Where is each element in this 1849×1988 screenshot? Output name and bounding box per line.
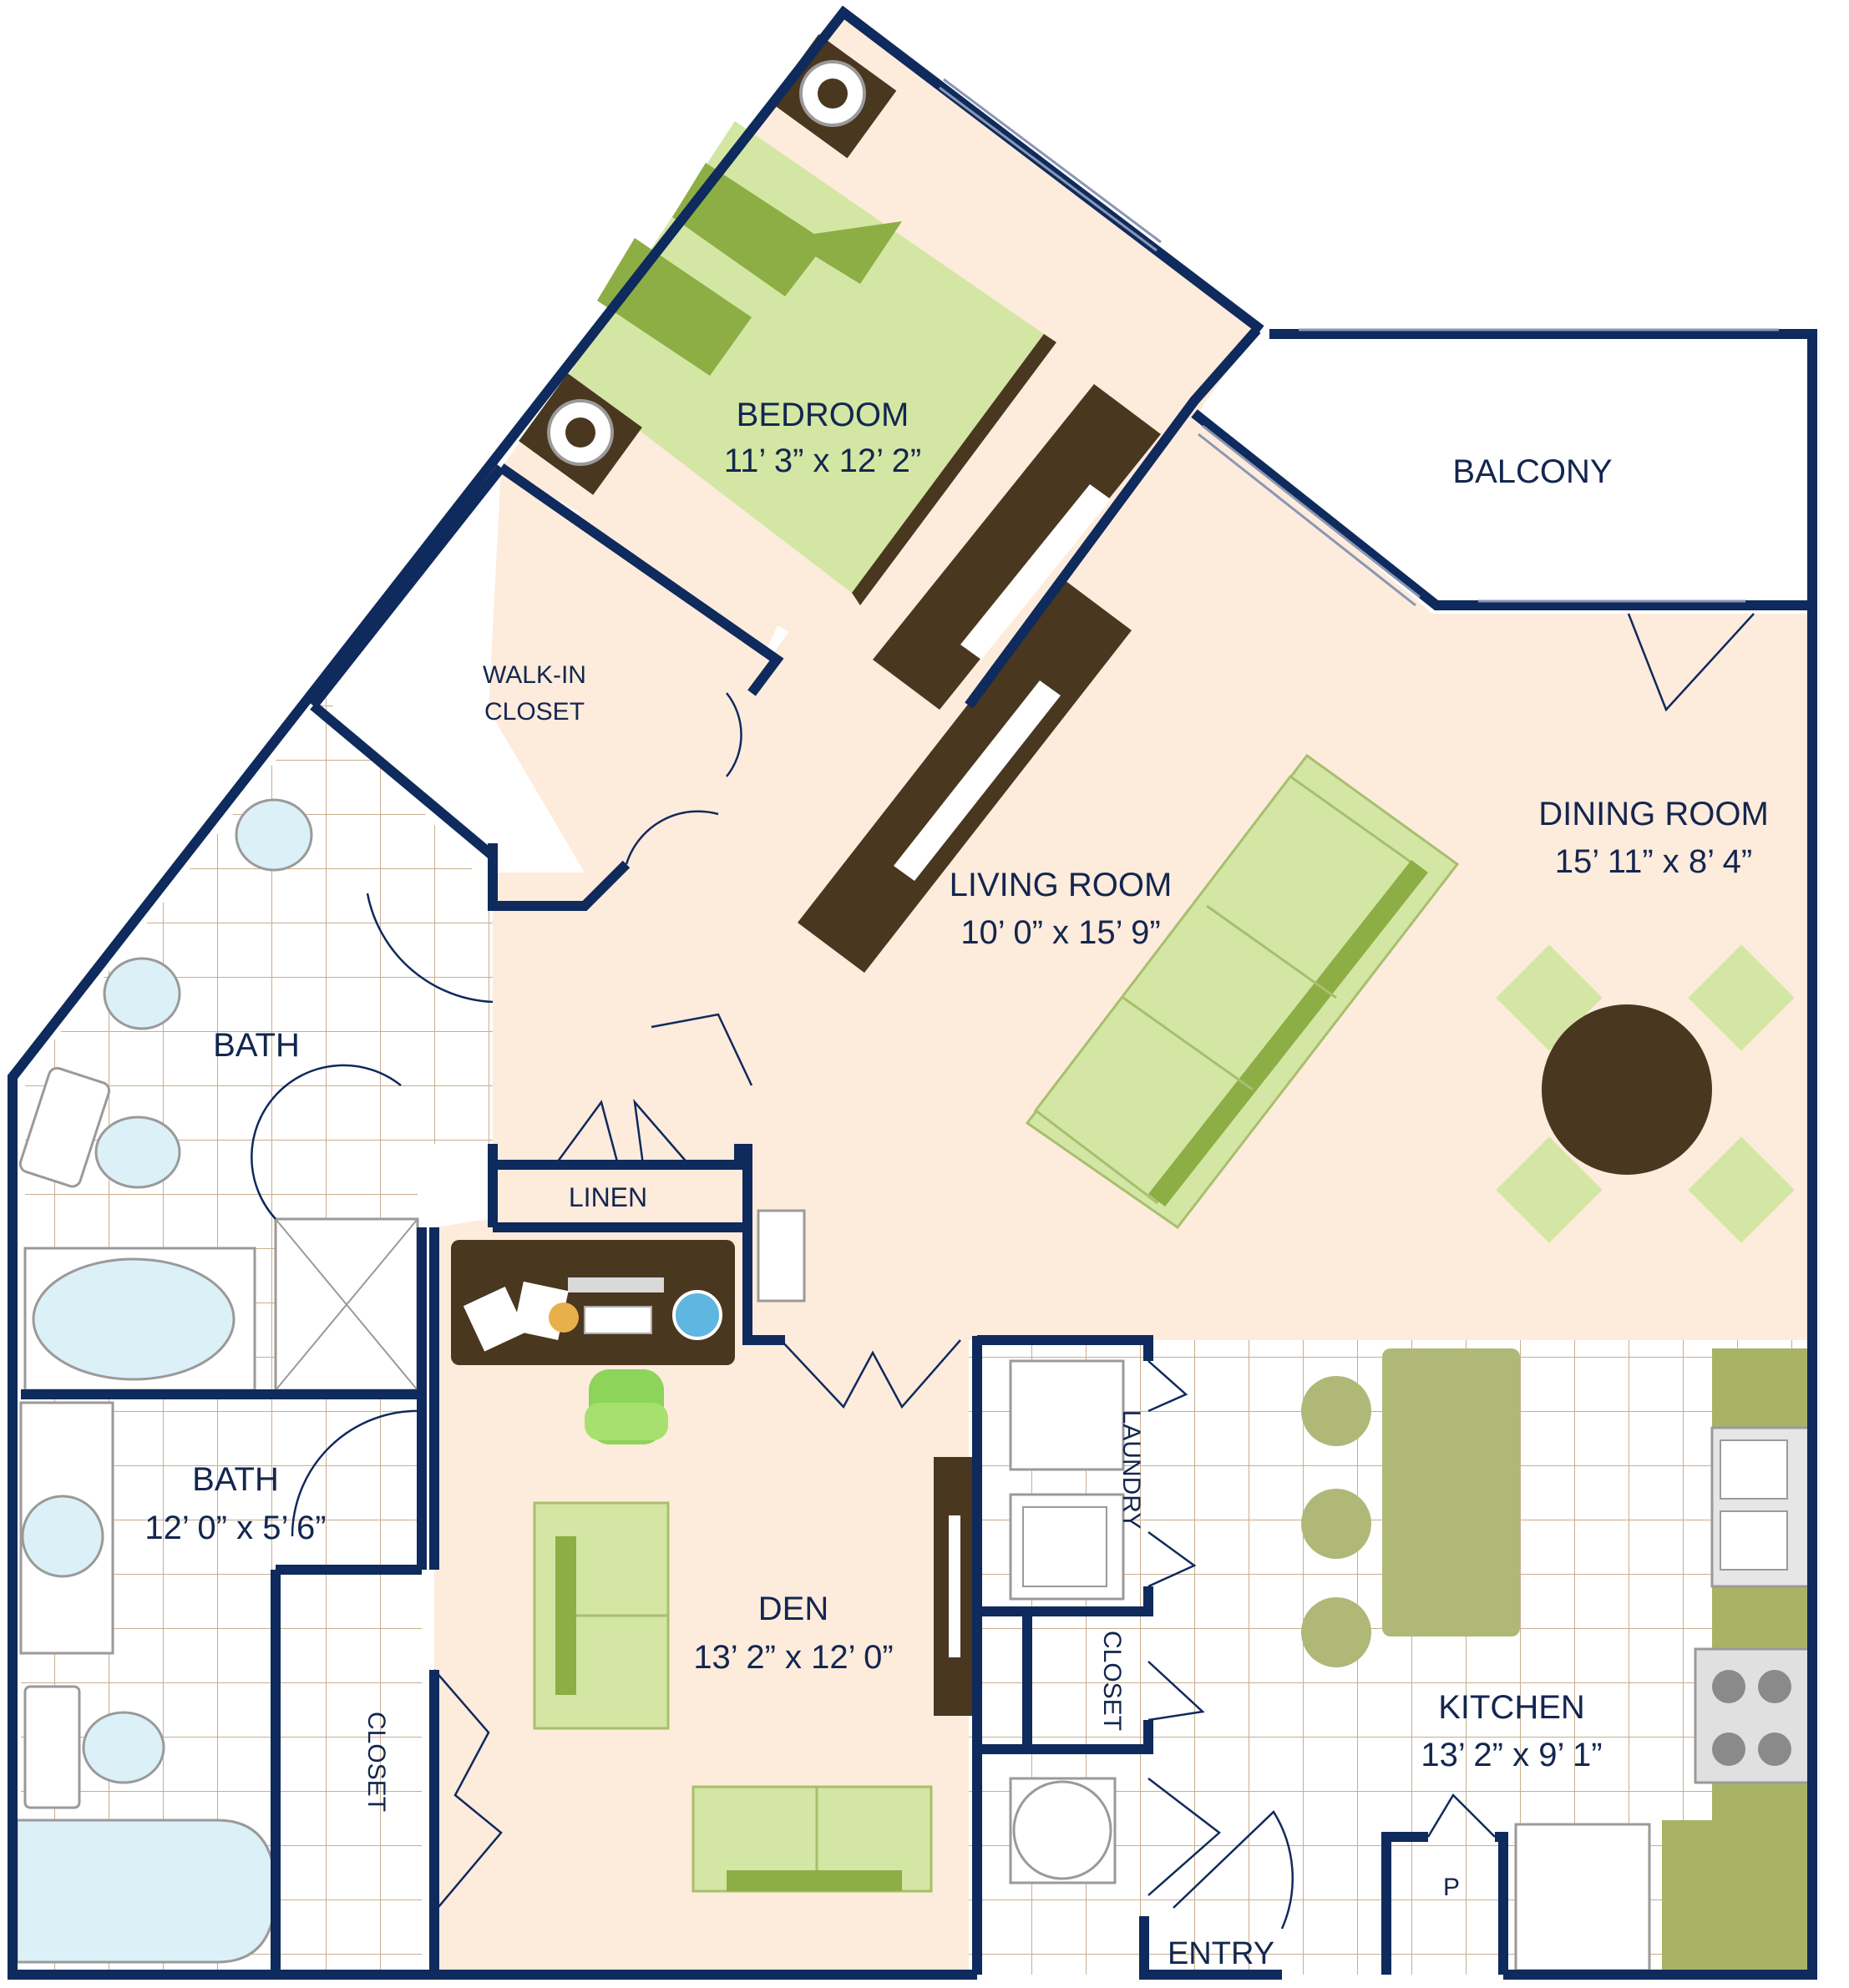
shower-icon bbox=[274, 1217, 419, 1392]
tv-console-icon bbox=[934, 1457, 975, 1716]
double-sink-icon bbox=[1710, 1426, 1814, 1588]
room-name-bedroom: BEDROOM bbox=[737, 397, 909, 433]
room-dims-kitchen: 13’ 2” x 9’ 1” bbox=[1421, 1737, 1602, 1773]
toilet-icon bbox=[18, 1066, 181, 1189]
exterior-wall bbox=[1269, 329, 1817, 1980]
room-name-dining-room: DINING ROOM bbox=[1538, 796, 1769, 832]
room-name-living-room: LIVING ROOM bbox=[950, 867, 1173, 903]
interior-wall bbox=[1022, 1611, 1153, 1754]
interior-wall bbox=[977, 1586, 1153, 1616]
interior-wall bbox=[493, 1144, 744, 1170]
nightstand-lamp-icon bbox=[519, 373, 642, 495]
bar-stool-icon bbox=[1301, 1376, 1371, 1667]
office-chair-icon bbox=[585, 1369, 668, 1444]
chair-icon bbox=[1496, 944, 1795, 1243]
stove-icon bbox=[1694, 1647, 1814, 1784]
tv-console-icon bbox=[873, 384, 1161, 710]
room-name-walk-in-closet-line1: WALK-IN bbox=[483, 661, 586, 689]
bathtub-icon bbox=[15, 1819, 277, 1964]
room-name-linen: LINEN bbox=[569, 1182, 647, 1212]
room-name-bath2: BATH bbox=[192, 1461, 279, 1498]
cabinet bbox=[757, 1209, 806, 1303]
room-name-hall-closet: CLOSET bbox=[1098, 1631, 1126, 1731]
interior-wall bbox=[1139, 1916, 1282, 1980]
interior-wall bbox=[742, 1144, 785, 1345]
bathtub-icon bbox=[23, 1247, 256, 1392]
nightstand-lamp-icon bbox=[769, 34, 897, 159]
sofa-icon bbox=[691, 1785, 933, 1893]
room-name-balcony: BALCONY bbox=[1452, 453, 1612, 490]
room-name-kitchen: KITCHEN bbox=[1438, 1689, 1585, 1726]
water-heater-icon bbox=[1009, 1777, 1117, 1884]
room-dims-bath2: 12’ 0” x 5’ 6” bbox=[144, 1510, 326, 1546]
sofa-icon bbox=[1025, 753, 1460, 1230]
room-name-pantry: P bbox=[1443, 1874, 1460, 1901]
dining-table-icon bbox=[1496, 944, 1795, 1243]
interior-wall bbox=[977, 1335, 1153, 1361]
interior-wall bbox=[309, 464, 505, 709]
labels: BEDROOM 11’ 3” x 12’ 2” WALK-IN CLOSET B… bbox=[144, 397, 1768, 1971]
room-name-walk-in-closet-line2: CLOSET bbox=[484, 698, 585, 726]
desk-icon bbox=[451, 1240, 735, 1365]
interior-wall bbox=[1191, 409, 1812, 610]
toilet-icon bbox=[23, 1685, 165, 1809]
computer-monitor-icon bbox=[568, 1277, 664, 1334]
room-dims-den: 13’ 2” x 12’ 0” bbox=[693, 1639, 893, 1676]
sofa-icon bbox=[533, 1501, 670, 1730]
interior-wall bbox=[1495, 1832, 1508, 1975]
room-dims-living-room: 10’ 0” x 15’ 9” bbox=[960, 914, 1160, 951]
tv-console-icon bbox=[798, 580, 1132, 973]
room-dims-dining-room: 15’ 11” x 8’ 4” bbox=[1555, 843, 1752, 880]
interior-wall bbox=[965, 326, 1261, 709]
sink-icon bbox=[19, 1401, 114, 1655]
interior-wall bbox=[1381, 1832, 1428, 1975]
room-name-entry: ENTRY bbox=[1168, 1936, 1274, 1971]
exterior-wall bbox=[8, 5, 1264, 1980]
interior-wall bbox=[498, 463, 784, 696]
room-name-laundry: LAUNDRY bbox=[1117, 1410, 1145, 1530]
room-name-den-closet: CLOSET bbox=[362, 1712, 390, 1812]
interior-wall bbox=[310, 701, 496, 860]
room-name-master-bath: BATH bbox=[213, 1027, 300, 1064]
interior-wall bbox=[488, 843, 631, 911]
furniture bbox=[15, 34, 1814, 1972]
door-swing-icon bbox=[251, 613, 1755, 1930]
room-name-den: DEN bbox=[758, 1591, 828, 1627]
refrigerator-icon bbox=[1514, 1823, 1651, 1972]
washer-icon bbox=[1009, 1493, 1125, 1601]
dryer-icon bbox=[1009, 1359, 1125, 1471]
sink-icon bbox=[103, 798, 313, 1030]
walls bbox=[8, 5, 1817, 1980]
windows bbox=[939, 78, 1779, 607]
room-dims-bedroom: 11’ 3” x 12’ 2” bbox=[724, 443, 921, 479]
kitchen-island bbox=[1382, 1348, 1520, 1636]
